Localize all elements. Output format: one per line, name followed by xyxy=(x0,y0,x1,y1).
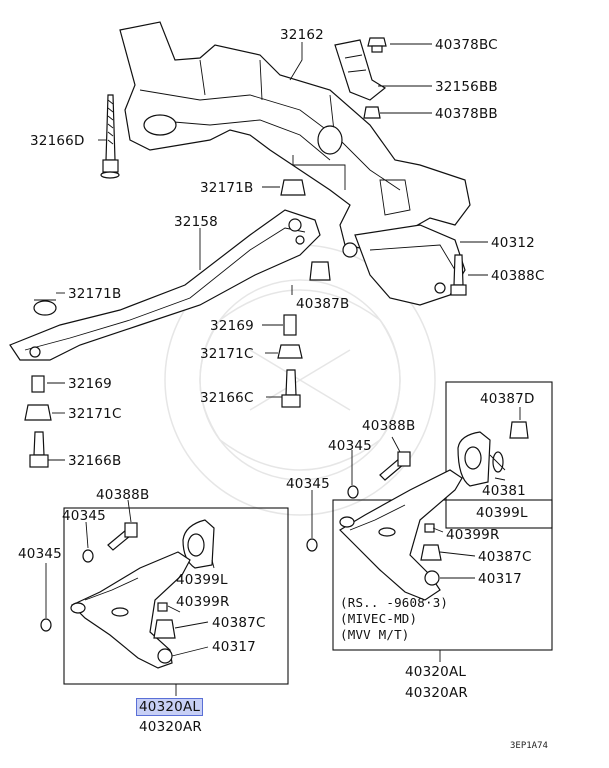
nut-40399R-left xyxy=(157,602,168,612)
label-40378BC: 40378BC xyxy=(435,37,498,53)
figure-code: 3EP1A74 xyxy=(510,741,548,751)
label-40388B-right: 40388B xyxy=(362,418,416,434)
balljoint-40317-left xyxy=(157,648,173,664)
label-40399L-left: 40399L xyxy=(176,572,228,588)
cushion-32171B-left xyxy=(33,299,57,316)
nut-40378BB xyxy=(363,106,381,119)
washer-40345-left-1 xyxy=(82,549,94,563)
cushion-32171C-left xyxy=(24,404,52,421)
label-32166C: 32166C xyxy=(200,390,254,406)
note-line-3: (MVV M/T) xyxy=(340,627,410,642)
label-32171C-right: 32171C xyxy=(200,346,254,362)
bushing-40399L-left xyxy=(182,519,215,569)
label-32158: 32158 xyxy=(174,214,218,230)
bracket-40312 xyxy=(342,224,466,306)
label-40312: 40312 xyxy=(491,235,535,251)
label-40388C: 40388C xyxy=(491,268,545,284)
lower-arm-left xyxy=(70,551,191,669)
label-40320AL-right: 40320AL xyxy=(405,664,467,680)
label-32166B: 32166B xyxy=(68,453,122,469)
cushion-32171C-right xyxy=(277,344,303,359)
leader-lines xyxy=(45,42,521,696)
balljoint-40317-right xyxy=(424,570,440,586)
label-40345-left-1: 40345 xyxy=(62,508,106,524)
label-32162: 32162 xyxy=(280,27,324,43)
bolt-32166B xyxy=(29,431,49,468)
note-line-1: (RS.. -9608·3) xyxy=(340,595,449,610)
bolt-40388B-right xyxy=(379,451,411,481)
nut-40387B xyxy=(309,261,331,281)
boot-40387C-left xyxy=(153,619,176,639)
washer-40345-left-2 xyxy=(40,618,52,632)
label-32171C-left: 32171C xyxy=(68,406,122,422)
label-32166D: 32166D xyxy=(30,133,85,149)
label-32156BB: 32156BB xyxy=(435,79,498,95)
label-40317-left: 40317 xyxy=(212,639,256,655)
label-40345-right-1: 40345 xyxy=(328,438,372,454)
washer-40345-right-2 xyxy=(306,538,318,552)
boot-40387C-right xyxy=(420,544,442,561)
collar-32169-left xyxy=(31,375,45,393)
cushion-32171B-upper xyxy=(280,179,306,196)
label-40399L-right: 40399L xyxy=(476,505,528,521)
subframe-crossmember-32162 xyxy=(119,21,471,251)
note-line-2: (MIVEC-MD) xyxy=(340,611,418,626)
label-40387B: 40387B xyxy=(296,296,350,312)
lower-arm-right xyxy=(339,469,463,601)
label-40378BB: 40378BB xyxy=(435,106,498,122)
crossmember-32158 xyxy=(9,209,321,361)
label-40387C-left: 40387C xyxy=(212,615,266,631)
label-40399R-right: 40399R xyxy=(446,527,500,543)
label-40320AR-left: 40320AR xyxy=(139,719,202,735)
label-40388B-left: 40388B xyxy=(96,487,150,503)
right-arm-box xyxy=(445,381,553,529)
label-40387D: 40387D xyxy=(480,391,535,407)
nut-40378BC xyxy=(367,37,387,53)
bolt-32166D xyxy=(100,94,120,179)
applicability-note: (RS.. -9608·3) (MIVEC-MD) (MVV M/T) xyxy=(340,595,448,643)
label-40345-left-2: 40345 xyxy=(18,546,62,562)
plate-32156BB xyxy=(334,39,387,101)
label-32169-left: 32169 xyxy=(68,376,112,392)
label-32171B-upper: 32171B xyxy=(200,180,254,196)
label-40399R-left: 40399R xyxy=(176,594,230,610)
label-32169-right: 32169 xyxy=(210,318,254,334)
bushing-40399L-right xyxy=(457,431,491,487)
bolt-40388B-left xyxy=(107,522,138,551)
collar-32169-right xyxy=(283,314,297,336)
label-40381: 40381 xyxy=(482,483,526,499)
washer-40381 xyxy=(492,451,504,473)
nut-40399R-right xyxy=(424,523,435,533)
washer-40345-right-1 xyxy=(347,485,359,499)
bolt-32166C xyxy=(281,369,301,408)
label-40317-right: 40317 xyxy=(478,571,522,587)
label-32171B-left: 32171B xyxy=(68,286,122,302)
nut-40387D xyxy=(509,421,529,439)
label-40387C-right: 40387C xyxy=(478,549,532,565)
label-40320AL-left-highlighted[interactable]: 40320AL xyxy=(136,698,204,716)
label-40320AR-right: 40320AR xyxy=(405,685,468,701)
label-40345-right-2: 40345 xyxy=(286,476,330,492)
bolt-40388C xyxy=(450,254,467,296)
